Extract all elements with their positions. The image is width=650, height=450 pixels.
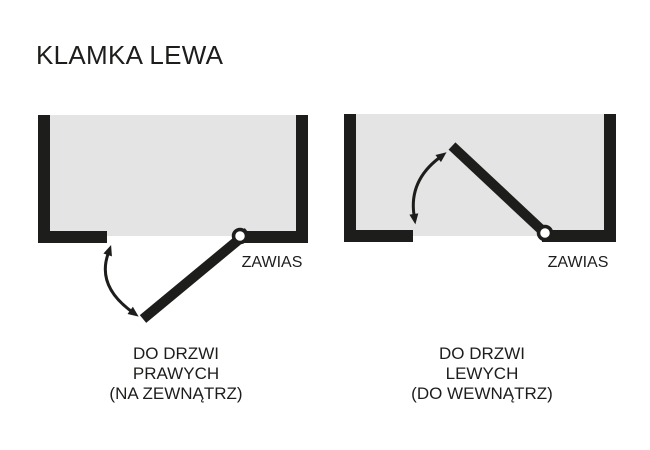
diagram-right-hand-door: ZAWIAS bbox=[38, 115, 308, 323]
wall-left bbox=[344, 114, 356, 242]
hinge-point bbox=[231, 227, 249, 245]
page-title: KLAMKA LEWA bbox=[36, 40, 224, 70]
caption-left-hand-door: DO DRZWI LEWYCH (DO WEWNĄTRZ) bbox=[352, 344, 612, 404]
door-leaf bbox=[139, 228, 252, 323]
hinge-label: ZAWIAS bbox=[548, 254, 609, 271]
diagram-left-hand-door: ZAWIAS bbox=[344, 114, 616, 271]
caption-line: DO DRZWI bbox=[439, 344, 525, 363]
caption-right-hand-door: DO DRZWI PRAWYCH (NA ZEWNĄTRZ) bbox=[46, 344, 306, 404]
wall-right bbox=[296, 115, 308, 243]
caption-line: PRAWYCH bbox=[132, 364, 220, 383]
wall-left bbox=[38, 115, 50, 243]
room-floor bbox=[50, 115, 297, 236]
caption-line: (DO WEWNĄTRZ) bbox=[411, 384, 553, 403]
caption-line: (NA ZEWNĄTRZ) bbox=[109, 384, 243, 403]
swing-arrow bbox=[409, 152, 447, 225]
wall-bottom-right bbox=[237, 231, 308, 243]
wall-right bbox=[604, 114, 616, 242]
wall-bottom-left bbox=[38, 231, 107, 243]
door-leaf bbox=[448, 142, 551, 239]
hinge-label: ZAWIAS bbox=[242, 254, 303, 271]
wall-bottom-right bbox=[542, 230, 616, 242]
hinge-point bbox=[536, 224, 554, 242]
caption-line: LEWYCH bbox=[445, 364, 519, 383]
wall-bottom-left bbox=[344, 230, 413, 242]
swing-arrow bbox=[103, 245, 139, 317]
caption-line: DO DRZWI bbox=[133, 344, 219, 363]
